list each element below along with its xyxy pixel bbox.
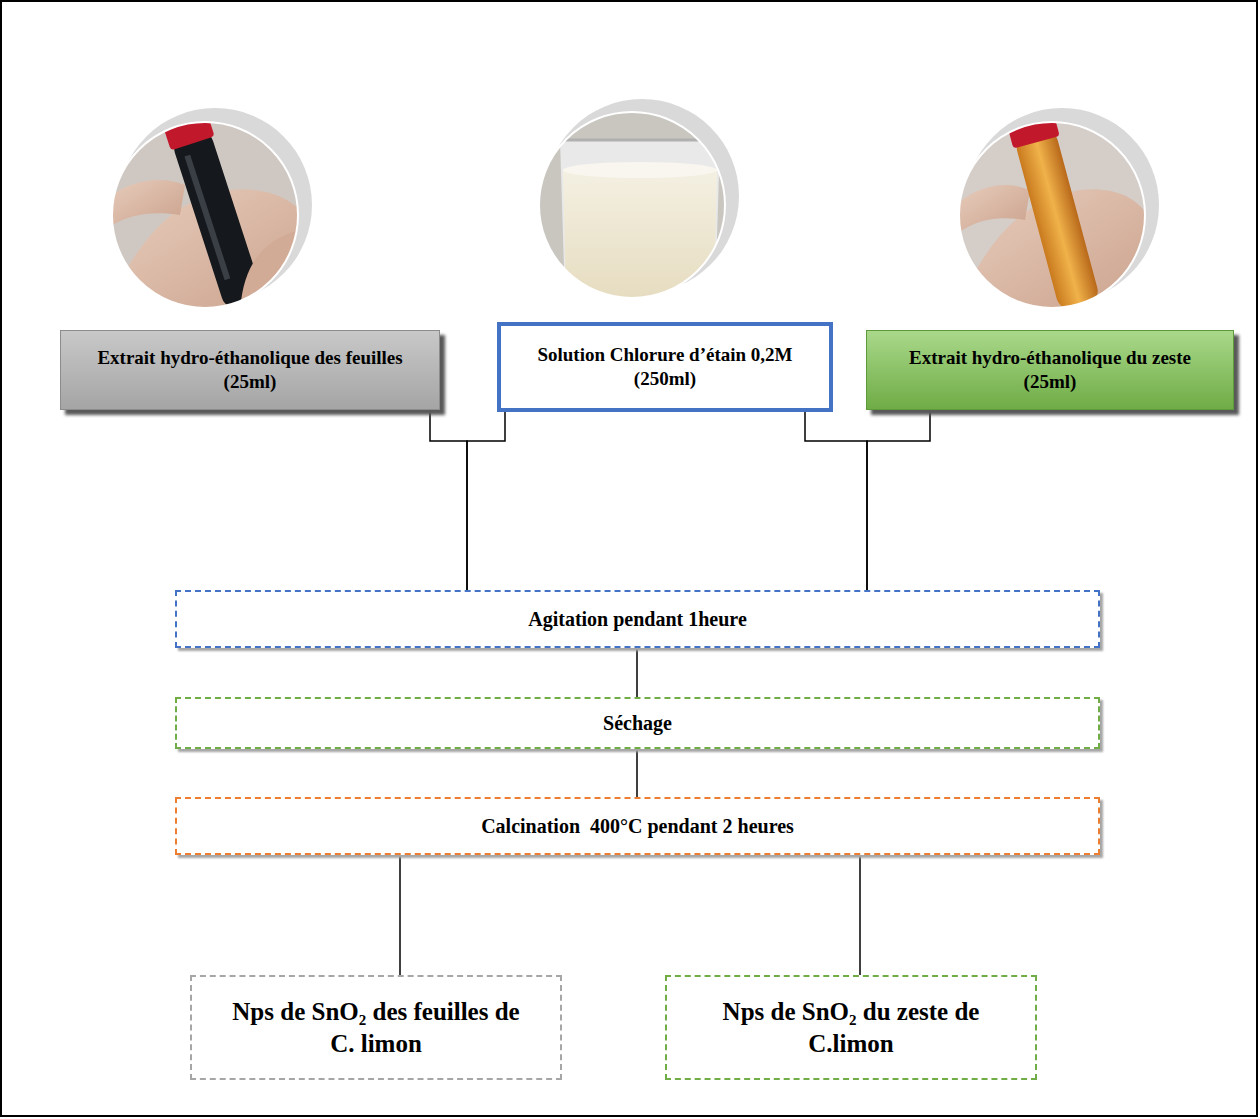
photo-zest-extract xyxy=(955,107,1160,320)
process-step: Séchage xyxy=(175,697,1100,749)
extract-box: Extrait hydro-éthanolique du zeste (25ml… xyxy=(866,330,1234,410)
connector-line xyxy=(867,410,930,590)
node-label: Extrait hydro-éthanolique du zeste (25ml… xyxy=(881,346,1219,394)
photo-tin-solution xyxy=(535,99,739,310)
node-label: Extrait hydro-éthanolique des feuilles (… xyxy=(75,346,425,394)
solution-box: Solution Chlorure d’étain 0,2M (250ml) xyxy=(497,322,833,412)
process-step: Calcination 400°C pendant 2 heures xyxy=(175,797,1100,855)
node-label: Nps de SnO₂ des feuilles de C. limon xyxy=(220,996,532,1059)
extract-box: Extrait hydro-éthanolique des feuilles (… xyxy=(60,330,440,410)
photo-leaf-extract xyxy=(100,108,320,320)
connector-line xyxy=(636,749,638,797)
product-box: Nps de SnO₂ des feuilles de C. limon xyxy=(190,975,562,1080)
connector-line xyxy=(636,648,638,697)
node-label: Séchage xyxy=(603,711,672,736)
node-label: Nps de SnO₂ du zeste de C.limon xyxy=(695,996,1007,1059)
connector-line xyxy=(859,855,861,975)
connector-line xyxy=(805,412,867,590)
product-box: Nps de SnO₂ du zeste de C.limon xyxy=(665,975,1037,1080)
connector-line xyxy=(399,855,401,975)
process-step: Agitation pendant 1heure xyxy=(175,590,1100,648)
connector-line xyxy=(430,410,467,590)
node-label: Calcination 400°C pendant 2 heures xyxy=(481,814,794,839)
node-label: Solution Chlorure d’étain 0,2M (250ml) xyxy=(517,343,813,391)
node-label: Agitation pendant 1heure xyxy=(528,607,747,632)
connector-line xyxy=(467,412,505,590)
